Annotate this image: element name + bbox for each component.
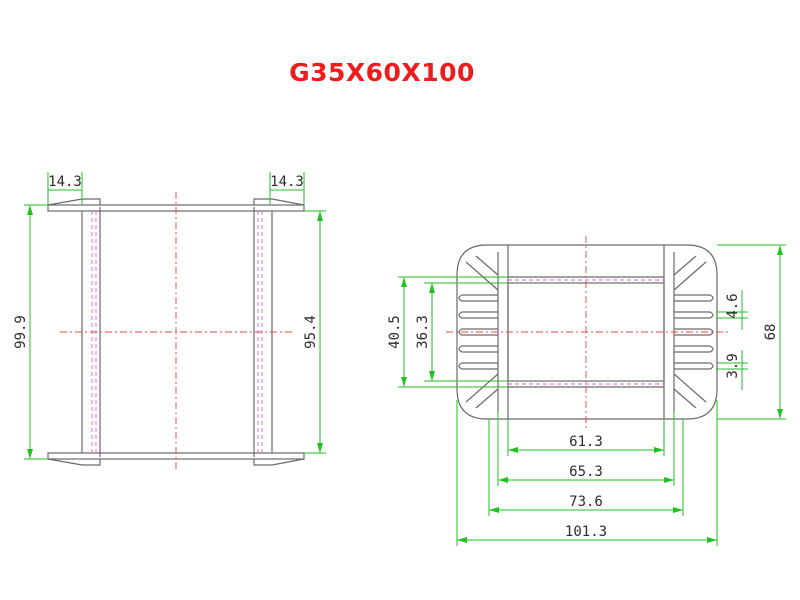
dim-outer-height: 99.9 xyxy=(13,315,29,349)
dim-flange-left: 14.3 xyxy=(48,174,82,190)
arrow-head xyxy=(401,377,407,387)
comb-fin xyxy=(458,311,498,319)
arrow-head xyxy=(508,447,518,453)
arrow-head xyxy=(489,507,499,513)
arrow-head xyxy=(707,537,717,543)
dim-outer-window: 40.5 xyxy=(387,315,403,349)
dim-inner-height: 95.4 xyxy=(303,315,319,349)
corner-rib xyxy=(673,373,707,403)
corner-rib xyxy=(465,261,499,291)
corner-rib xyxy=(673,388,697,409)
arrow-head xyxy=(429,371,435,381)
comb-fin xyxy=(674,345,714,353)
dim-width-2: 65.3 xyxy=(569,464,603,480)
arrow-head xyxy=(27,449,33,459)
corner-rib xyxy=(673,261,707,291)
corner-rib xyxy=(475,255,499,276)
dim-flange-right: 14.3 xyxy=(270,174,304,190)
bottom-left-chamfer xyxy=(47,458,101,466)
arrow-head xyxy=(317,443,323,453)
drawing-title: G35X60X100 xyxy=(289,58,475,87)
comb-fin xyxy=(458,362,498,370)
arrow-head xyxy=(317,211,323,221)
arrow-head xyxy=(673,507,683,513)
arrow-head xyxy=(777,245,783,255)
arrow-head xyxy=(654,447,664,453)
arrow-head xyxy=(401,277,407,287)
dim-width-4: 101.3 xyxy=(565,524,607,540)
comb-fin xyxy=(458,328,498,336)
comb-fin xyxy=(458,294,498,302)
dim-slot-pitch: 4.6 xyxy=(725,293,741,318)
dim-width-3: 73.6 xyxy=(569,494,603,510)
arrow-head xyxy=(498,477,508,483)
comb-fin xyxy=(674,294,714,302)
corner-rib xyxy=(475,388,499,409)
arrow-head xyxy=(429,283,435,293)
comb-fin xyxy=(458,345,498,353)
dim-inner-window: 36.3 xyxy=(415,315,431,349)
arrow-head xyxy=(27,205,33,215)
side-view: 14.3 14.3 99.9 95.4 xyxy=(13,172,326,472)
dim-width-1: 61.3 xyxy=(569,434,603,450)
comb-fin xyxy=(674,311,714,319)
comb-fin xyxy=(674,362,714,370)
top-left-chamfer xyxy=(47,198,101,206)
front-view: 40.5 36.3 4.6 3.9 68 61.3 xyxy=(387,236,786,546)
arrow-head xyxy=(457,537,467,543)
left-comb-fins xyxy=(458,294,498,370)
arrow-head xyxy=(664,477,674,483)
top-right-chamfer xyxy=(253,198,305,206)
bobbin-outline xyxy=(456,244,718,420)
corner-rib xyxy=(465,373,499,403)
corner-rib xyxy=(673,255,697,276)
dim-overall-height: 68 xyxy=(763,324,779,341)
arrow-head xyxy=(777,409,783,419)
bottom-right-chamfer xyxy=(253,458,305,466)
dim-slot-width: 3.9 xyxy=(725,353,741,378)
